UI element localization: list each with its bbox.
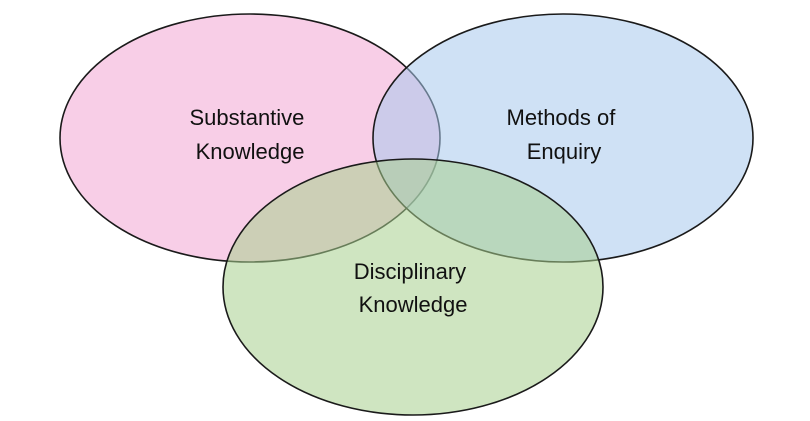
disciplinary-knowledge-label-line-2: Knowledge xyxy=(359,292,468,317)
disciplinary-knowledge-label-line-1: Disciplinary xyxy=(354,259,466,284)
substantive-knowledge-label-line-2: Knowledge xyxy=(196,139,305,164)
methods-of-enquiry-label: Methods of Enquiry xyxy=(507,105,622,164)
methods-of-enquiry-label-line-2: Enquiry xyxy=(527,139,602,164)
substantive-knowledge-label-line-1: Substantive xyxy=(189,105,304,130)
substantive-knowledge-label: Substantive Knowledge xyxy=(189,105,310,164)
disciplinary-knowledge-circle xyxy=(222,158,604,416)
disciplinary-knowledge-label: Disciplinary Knowledge xyxy=(354,259,473,317)
methods-of-enquiry-label-line-1: Methods of xyxy=(507,105,617,130)
